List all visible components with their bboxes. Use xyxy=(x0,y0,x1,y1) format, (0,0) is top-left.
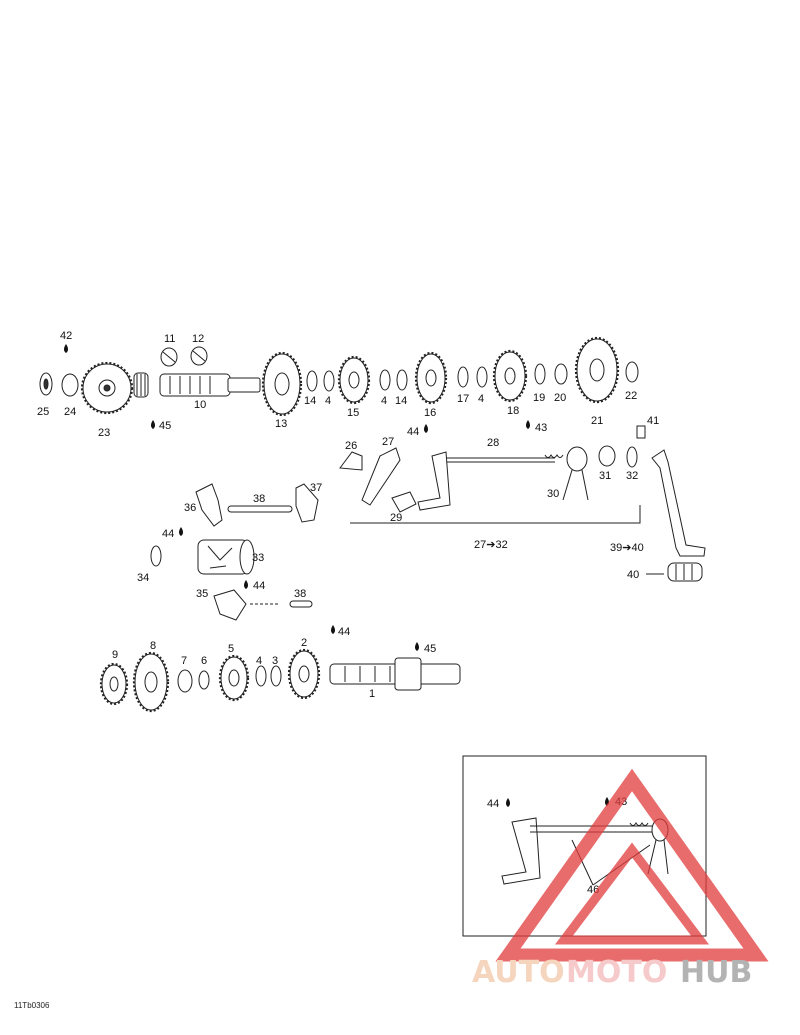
part-label: 22 xyxy=(625,390,637,402)
part-label: 15 xyxy=(347,407,359,419)
part-label: 42 xyxy=(60,330,72,342)
part-label: 4 xyxy=(478,393,484,405)
group-label: 39➔40 xyxy=(610,542,644,554)
drop-icon xyxy=(415,642,419,651)
drop-icon xyxy=(424,424,428,433)
lubricant-drop-icons xyxy=(64,344,609,807)
automotohub-watermark: AUTO MOTO HUB xyxy=(472,768,769,990)
top-shaft-assembly xyxy=(39,336,639,417)
part-label: 41 xyxy=(647,415,659,427)
part-label: 34 xyxy=(137,572,149,584)
part-label: 27 xyxy=(382,436,394,448)
part-label: 44 xyxy=(162,528,174,540)
part-label: 33 xyxy=(252,552,264,564)
part-label: 12 xyxy=(192,333,204,345)
part-label: 36 xyxy=(184,502,196,514)
part-label: 1 xyxy=(369,688,375,700)
part-label: 10 xyxy=(194,399,206,411)
watermark-text-auto: AUTO xyxy=(472,955,565,990)
part-label: 21 xyxy=(591,415,603,427)
part-label: 4 xyxy=(256,655,262,667)
drop-icon xyxy=(64,344,68,353)
part-label: 38 xyxy=(253,493,265,505)
part-label: 25 xyxy=(37,406,49,418)
part-label: 18 xyxy=(507,405,519,417)
part-label: 4 xyxy=(381,395,387,407)
part-label: 38 xyxy=(294,588,306,600)
part-label: 8 xyxy=(150,640,156,652)
part-label: 45 xyxy=(424,643,436,655)
part-number-labels: 42 25 24 23 45 11 12 10 13 14 4 15 4 14 … xyxy=(37,330,659,896)
part-label: 16 xyxy=(424,407,436,419)
drop-icon xyxy=(526,420,530,429)
part-label: 14 xyxy=(395,395,407,407)
group-label: 27➔32 xyxy=(474,539,508,551)
part-label: 2 xyxy=(301,637,307,649)
part-label: 4 xyxy=(325,395,331,407)
drop-icon xyxy=(244,580,248,589)
part-label: 44 xyxy=(487,798,499,810)
watermark-text-hub: HUB xyxy=(680,955,752,990)
part-label: 24 xyxy=(64,406,76,418)
part-label: 44 xyxy=(338,626,350,638)
part-label: 14 xyxy=(304,395,316,407)
part-label: 31 xyxy=(599,470,611,482)
part-label: 19 xyxy=(533,392,545,404)
drop-icon xyxy=(331,625,335,634)
part-label: 13 xyxy=(275,418,287,430)
part-label: 5 xyxy=(228,643,234,655)
part-label: 43 xyxy=(535,422,547,434)
part-label: 37 xyxy=(310,482,322,494)
drop-icon xyxy=(179,527,183,536)
part-label: 6 xyxy=(201,655,207,667)
part-label: 30 xyxy=(547,488,559,500)
part-label: 28 xyxy=(487,437,499,449)
part-label: 45 xyxy=(159,420,171,432)
shift-shaft-assembly xyxy=(339,425,706,582)
drop-icon xyxy=(506,798,510,807)
part-label: 32 xyxy=(626,470,638,482)
part-label: 29 xyxy=(390,512,402,524)
watermark-text-moto: MOTO xyxy=(566,955,667,990)
part-label: 11 xyxy=(164,333,175,345)
part-label: 44 xyxy=(407,426,419,438)
part-label: 26 xyxy=(345,440,357,452)
part-label: 44 xyxy=(253,580,265,592)
part-label: 35 xyxy=(196,588,208,600)
part-label: 17 xyxy=(457,393,469,405)
drop-icon xyxy=(151,420,155,429)
figure-code: 11Tb0306 xyxy=(14,1001,50,1010)
part-label: 7 xyxy=(181,655,187,667)
part-label: 3 xyxy=(272,655,278,667)
part-label: 9 xyxy=(112,649,118,661)
part-label: 40 xyxy=(627,569,639,581)
main-shaft-assembly xyxy=(99,648,461,713)
part-label: 20 xyxy=(554,392,566,404)
shift-fork-assembly xyxy=(150,483,319,621)
part-label: 23 xyxy=(98,427,110,439)
